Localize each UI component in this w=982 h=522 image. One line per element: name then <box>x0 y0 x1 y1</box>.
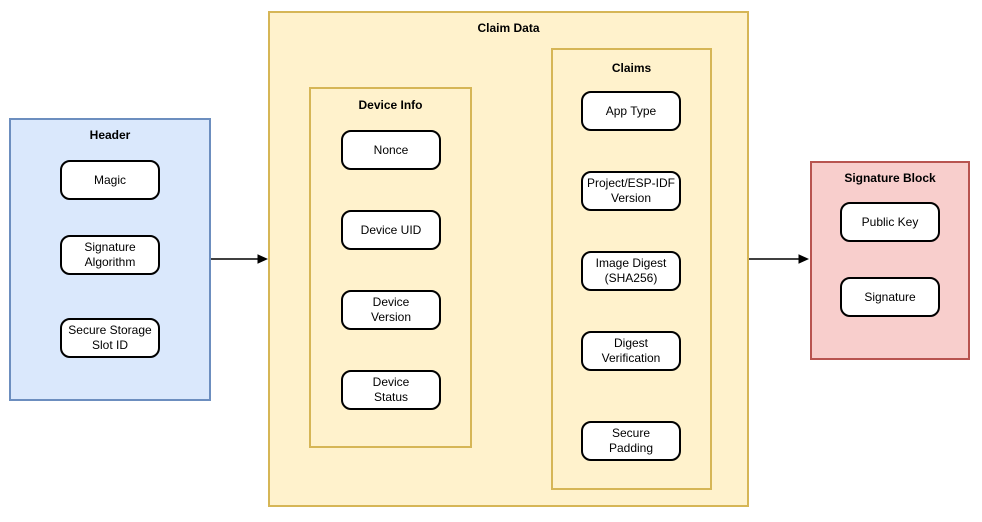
node-digest-verification: Digest Verification <box>581 331 681 371</box>
claim-data-group-title: Claim Data <box>477 21 540 35</box>
node-device-uid: Device UID <box>341 210 441 250</box>
arrowhead-icon <box>257 254 268 264</box>
node-secure-storage-slot-id: Secure Storage Slot ID <box>60 318 160 358</box>
node-magic: Magic <box>60 160 160 200</box>
node-public-key: Public Key <box>840 202 940 242</box>
claims-group: Claims App Type Project/ESP-IDF Version … <box>551 48 712 490</box>
node-image-digest-sha256: Image Digest (SHA256) <box>581 251 681 291</box>
arrow-header-to-claim-data <box>211 254 268 264</box>
node-app-type: App Type <box>581 91 681 131</box>
node-nonce: Nonce <box>341 130 441 170</box>
device-info-group: Device Info Nonce Device UID Device Vers… <box>309 87 472 448</box>
node-signature: Signature <box>840 277 940 317</box>
arrowhead-icon <box>798 254 809 264</box>
arrow-claim-data-to-signature-block <box>749 254 809 264</box>
device-info-group-title: Device Info <box>358 98 423 112</box>
header-group-title: Header <box>89 128 131 142</box>
node-project-esp-idf-version: Project/ESP-IDF Version <box>581 171 681 211</box>
signature-block-group: Signature Block Public Key Signature <box>810 161 970 360</box>
signature-block-group-title: Signature Block <box>844 171 936 185</box>
header-group: Header Magic Signature Algorithm Secure … <box>9 118 211 401</box>
claim-data-group: Claim Data Device Info Nonce Device UID … <box>268 11 749 507</box>
node-secure-padding: Secure Padding <box>581 421 681 461</box>
claims-group-title: Claims <box>611 61 652 75</box>
node-device-status: Device Status <box>341 370 441 410</box>
node-signature-algorithm: Signature Algorithm <box>60 235 160 275</box>
node-device-version: Device Version <box>341 290 441 330</box>
